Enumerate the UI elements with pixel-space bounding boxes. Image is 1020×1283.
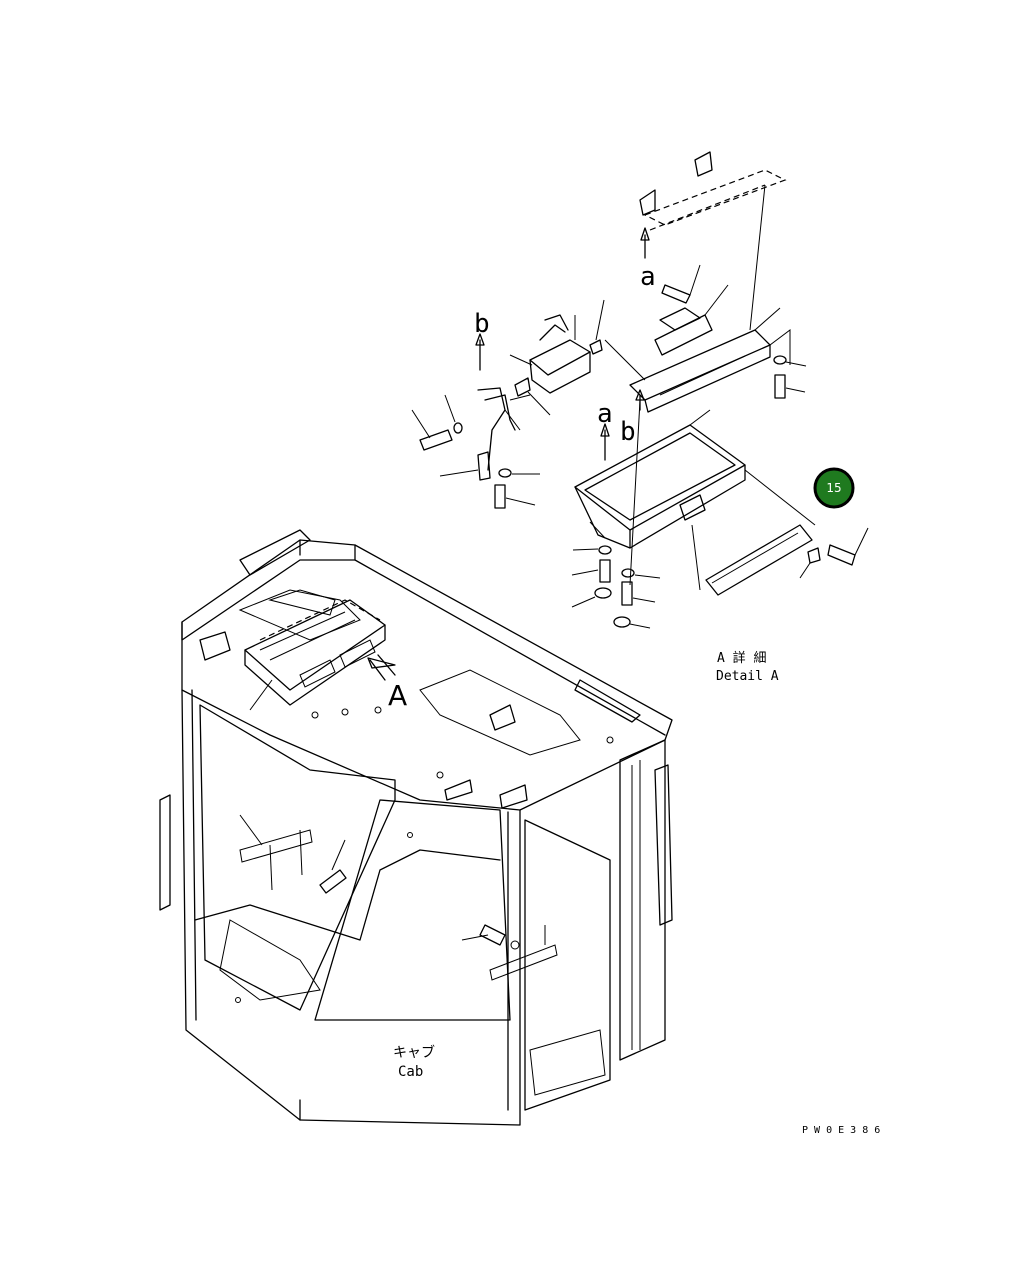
ref-b-left: b (474, 309, 490, 339)
diagram-labels: A a b a b A 詳 細 Detail A キャブ Cab P W 0 E… (388, 262, 880, 1136)
cab-label-jp: キャブ (393, 1044, 435, 1061)
drawing-code: P W 0 E 3 8 6 (802, 1125, 880, 1136)
view-letter-a: A (388, 679, 407, 712)
detail-a-parts (411, 151, 869, 629)
ref-a-top: a (640, 262, 656, 292)
detail-label-jp: A 詳 細 (717, 650, 766, 666)
detail-label-en: Detail A (716, 669, 779, 684)
cab-label-en: Cab (398, 1064, 423, 1080)
part-callout-number: 15 (826, 481, 841, 495)
part-callout-15[interactable]: 15 (813, 467, 855, 509)
ref-b-mid: b (620, 417, 636, 447)
ref-a-mid: a (597, 399, 613, 429)
roof-console-assembly (244, 599, 396, 706)
cab-frame (159, 529, 673, 1126)
